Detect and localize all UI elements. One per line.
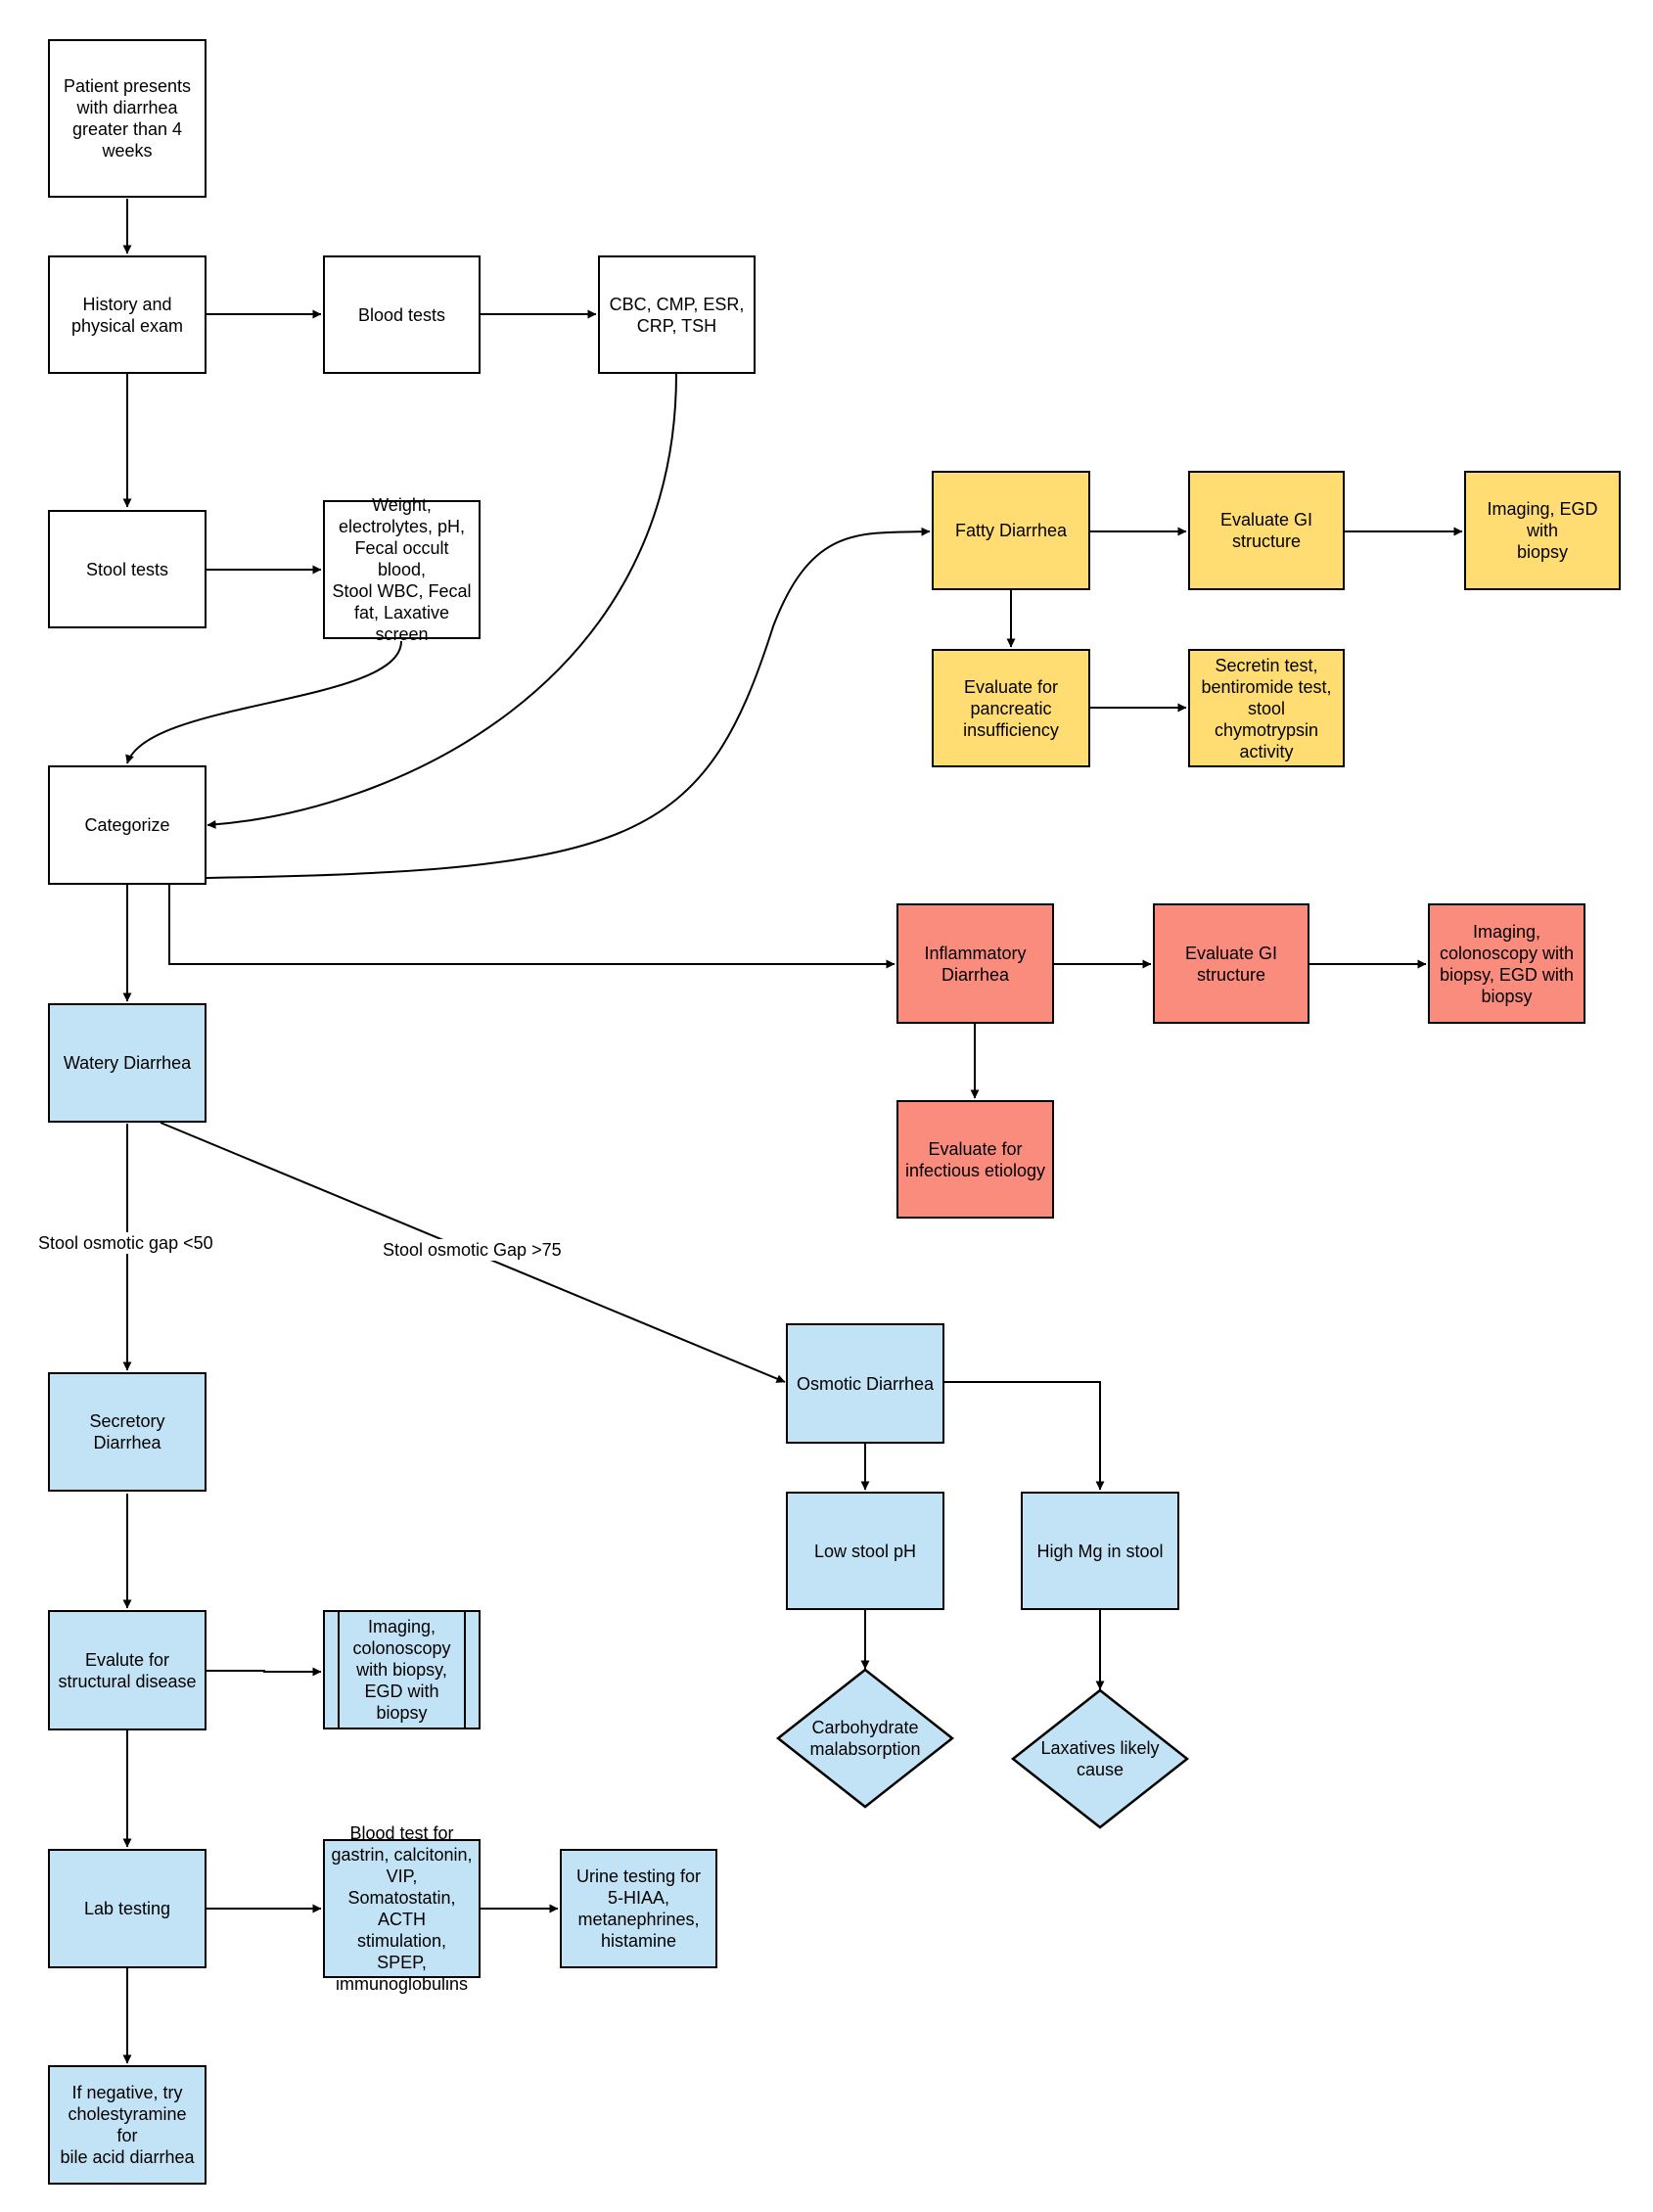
structural-disease-box: Evalute for structural disease (48, 1610, 207, 1730)
edge-cbc-categorize (207, 373, 677, 829)
structural-imaging-inner-bar-left (338, 1610, 340, 1729)
edge-structural-imaging (207, 1667, 322, 1677)
infectious-etiology-box: Evaluate for infectious etiology (896, 1100, 1054, 1219)
structural-imaging-box: Imaging, colonoscopy with biopsy, EGD wi… (323, 1610, 481, 1729)
cbc-panel-box: CBC, CMP, ESR, CRP, TSH (598, 255, 756, 374)
history-exam-box: History and physical exam (48, 255, 207, 374)
fatty-evaluate-gi-box: Evaluate GI structure (1188, 471, 1345, 590)
edge-label-gap-gt-75: Stool osmotic Gap >75 (380, 1239, 565, 1261)
carbohydrate-malabsorption-label: Carbohydrate malabsorption (809, 1718, 921, 1759)
secretin-test-box: Secretin test, bentiromide test, stool c… (1188, 649, 1345, 767)
blood-tests-box: Blood tests (323, 255, 481, 374)
secretory-diarrhea-box: Secretory Diarrhea (48, 1372, 207, 1492)
inflammatory-evaluate-gi-box: Evaluate GI structure (1153, 903, 1309, 1024)
edge-stoollist-categorize (125, 640, 402, 764)
edge-categorize-inflammatory (168, 885, 895, 969)
stool-tests-list-box: Weight, electrolytes, pH, Fecal occult b… (323, 495, 481, 644)
lab-testing-box: Lab testing (48, 1849, 207, 1968)
carb-diamond (775, 1668, 955, 1809)
fatty-imaging-box: Imaging, EGD with biopsy (1464, 471, 1621, 590)
edge-label-gap-lt-50: Stool osmotic gap <50 (35, 1232, 216, 1254)
high-mg-box: High Mg in stool (1021, 1492, 1179, 1610)
structural-imaging-inner-bar-right (464, 1610, 466, 1729)
patient-presents-box: Patient presents with diarrhea greater t… (48, 39, 207, 198)
cholestyramine-box: If negative, try cholestyramine for bile… (48, 2065, 207, 2185)
osmotic-diarrhea-box: Osmotic Diarrhea (786, 1323, 944, 1444)
laxatives-cause-label: Laxatives likely cause (1040, 1738, 1160, 1779)
inflammatory-diarrhea-box: Inflammatory Diarrhea (896, 903, 1054, 1024)
low-stool-ph-box: Low stool pH (786, 1492, 944, 1610)
blood-panel-box: Blood test for gastrin, calcitonin, VIP,… (323, 1823, 481, 1994)
edge-categorize-fatty (206, 527, 931, 879)
categorize-box: Categorize (48, 765, 207, 885)
fatty-diarrhea-box: Fatty Diarrhea (932, 471, 1090, 590)
inflammatory-imaging-box: Imaging, colonoscopy with biopsy, EGD wi… (1428, 903, 1585, 1024)
pancreatic-insufficiency-box: Evaluate for pancreatic insufficiency (932, 649, 1090, 767)
stool-tests-box: Stool tests (48, 510, 207, 628)
urine-testing-box: Urine testing for 5-HIAA, metanephrines,… (560, 1849, 717, 1968)
watery-diarrhea-box: Watery Diarrhea (48, 1003, 207, 1123)
laxatives-diamond (1010, 1688, 1190, 1829)
edge-osmotic-highmg (944, 1381, 1105, 1491)
